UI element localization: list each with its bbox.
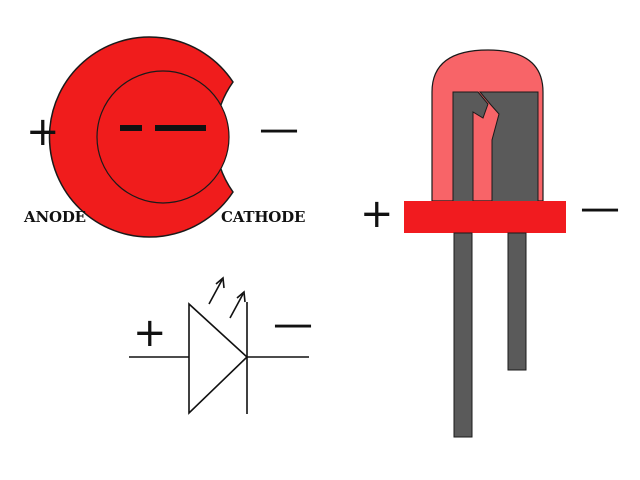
side-minus-sign: — (580, 185, 620, 231)
schematic-plus-sign: + (133, 310, 167, 356)
cathode-label: CATHODE (221, 208, 305, 226)
top-plus-sign: + (26, 109, 60, 155)
led-schematic-symbol (129, 276, 309, 415)
schematic-diode-triangle (188, 302, 249, 415)
side-plus-sign: + (360, 191, 394, 237)
led-side-view: + — (360, 49, 620, 438)
led-flange-rim (404, 201, 566, 233)
schematic-minus-sign: — (273, 301, 313, 347)
cathode-anvil-frame (478, 91, 539, 203)
anode-label: ANODE (23, 208, 86, 226)
led-top-die-dash-left (120, 125, 142, 131)
led-top-view: + — ANODE CATHODE (23, 36, 305, 238)
led-top-inner-ring (96, 70, 230, 204)
cathode-lead-short (507, 232, 527, 371)
anode-lead-long (453, 232, 473, 438)
led-top-die-dash-right (155, 125, 206, 131)
top-minus-sign: — (259, 106, 299, 152)
light-emission-arrows-icon (208, 276, 246, 319)
